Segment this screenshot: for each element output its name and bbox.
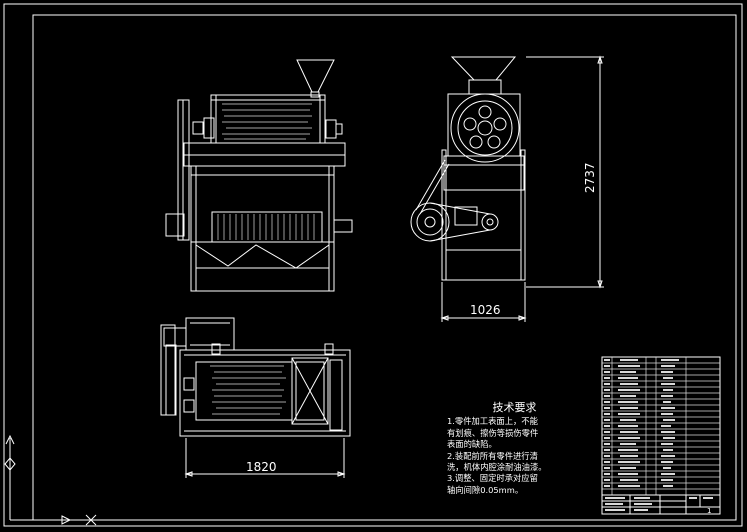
title-block: 1 <box>601 356 721 515</box>
note-line: 2.装配前所有零件进行清 <box>447 450 538 461</box>
note-line: 洗，机体内腔涂耐油油漆。 <box>447 462 547 473</box>
dim-width-label: 1026 <box>470 303 501 317</box>
note-line: 有划痕、擦伤等损伤零件 <box>447 427 539 438</box>
note-line: 表面的缺陷。 <box>447 439 497 450</box>
sheet-number: 1 <box>707 507 711 515</box>
note-line: 1.零件加工表面上，不能 <box>447 416 538 427</box>
sheet-inner-border <box>32 14 737 521</box>
dim-width: 1026 <box>440 282 527 322</box>
note-line: 轴向间隙0.05mm。 <box>447 484 524 495</box>
sheet-outer-border <box>3 3 743 527</box>
front-view <box>165 59 353 292</box>
side-view: 1026 2737 <box>410 55 604 322</box>
technical-requirements-title: 技术要求 <box>492 401 537 414</box>
note-line: 3.调整、固定时承对应留 <box>447 473 538 484</box>
dim-length-label: 1820 <box>246 460 277 474</box>
dim-length: 1820 <box>184 438 346 478</box>
top-view: 1820 <box>160 317 351 478</box>
dim-height-label: 2737 <box>583 162 597 193</box>
technical-requirements: 技术要求 1.零件加工表面上，不能 有划痕、擦伤等损伤零件 表面的缺陷。 2.装… <box>447 402 607 496</box>
ucs-icon <box>4 434 97 526</box>
dim-height: 2737 <box>526 55 604 289</box>
